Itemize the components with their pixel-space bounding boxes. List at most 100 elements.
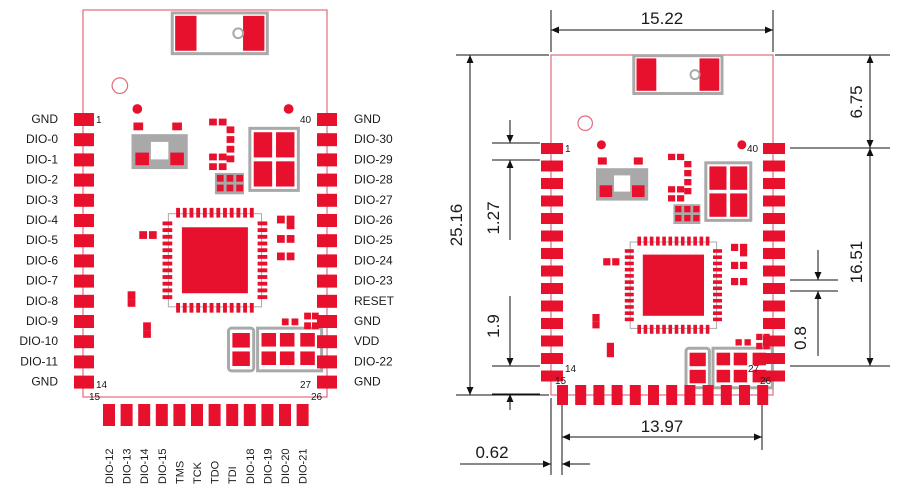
- right-pin-label: DIO-24: [354, 253, 393, 267]
- qfn-outline: [167, 213, 262, 308]
- left-pin-pad: [541, 213, 563, 224]
- pad: [689, 369, 706, 384]
- pad: [675, 206, 682, 213]
- passive-pad: [226, 126, 235, 134]
- qfn-pin: [662, 236, 666, 246]
- bottom-pin-pad: [208, 404, 221, 426]
- left-pin-pad: [541, 335, 563, 347]
- qfn-pin: [229, 207, 234, 218]
- right-pin-label: DIO-29: [354, 152, 393, 166]
- left-pin-pad: [74, 153, 94, 167]
- qfn-thermal-pad: [181, 227, 248, 294]
- bottom-pin-pad: [593, 385, 605, 405]
- bottom-pin-pad: [648, 385, 659, 405]
- left-pin-pad: [74, 254, 94, 268]
- qfn-pin: [713, 280, 722, 284]
- left-pin-pad: [541, 318, 563, 329]
- qfn-pin: [209, 207, 214, 218]
- pad: [300, 351, 315, 366]
- left-pin-pad: [541, 283, 563, 294]
- passive-pad: [143, 322, 151, 331]
- qfn-pin: [687, 236, 691, 246]
- bottom-pin-pad: [103, 404, 115, 426]
- right-pin-pad: [317, 234, 337, 248]
- passive-pad: [606, 350, 614, 358]
- bottom-pin-pad: [629, 385, 641, 405]
- left-pin-label: DIO-3: [26, 193, 58, 207]
- pad: [756, 342, 763, 350]
- qfn-pin: [649, 236, 654, 246]
- qfn-pin: [713, 274, 722, 278]
- pad: [311, 312, 319, 320]
- pad: [226, 184, 234, 192]
- passive-pad: [612, 258, 620, 266]
- bottom-pin-pad: [296, 404, 309, 426]
- dim-arrow: [814, 291, 822, 299]
- qfn-pin: [662, 324, 666, 334]
- pad: [675, 215, 682, 222]
- qfn-pin: [656, 236, 660, 246]
- qfn-pin: [699, 324, 704, 334]
- dim-arrow: [754, 433, 762, 441]
- pad: [170, 152, 184, 166]
- pad-width-dimension: 0.8: [791, 326, 810, 350]
- qfn-pin: [713, 298, 722, 303]
- passive-pad: [277, 235, 285, 243]
- qfn-pin: [643, 236, 648, 246]
- pad: [216, 184, 224, 192]
- bottom-pin-pad: [575, 385, 587, 405]
- bottom-pin-pad: [279, 404, 291, 426]
- qfn-pin: [176, 302, 180, 313]
- qfn-pin: [176, 207, 180, 218]
- passive-pad: [148, 231, 157, 239]
- dim-arrow: [506, 394, 514, 402]
- dim-arrow: [562, 460, 570, 468]
- qfn-pin: [713, 249, 722, 253]
- passive-pad: [209, 153, 217, 161]
- crystal-mark: [232, 27, 245, 40]
- left-pin-pad: [541, 265, 563, 277]
- pad: [684, 206, 691, 213]
- bottom-pin-label: DIO-14: [139, 449, 151, 484]
- left-pin-label: DIO-9: [26, 314, 58, 328]
- right-pin-label: GND: [354, 375, 381, 389]
- right-pin-pad: [317, 193, 337, 207]
- qfn-pin: [162, 281, 173, 286]
- qfn-thermal-pad: [642, 254, 704, 316]
- bottom-pin-label: TMS: [174, 461, 186, 484]
- bottom-span-dimension: 13.97: [641, 417, 684, 436]
- right-pin-pad: [763, 195, 785, 207]
- right-pin-label: DIO-30: [354, 132, 393, 146]
- left-pin-label: GND: [31, 375, 58, 389]
- pad: [276, 132, 295, 158]
- passive-pad: [684, 179, 692, 186]
- passive-pad: [668, 186, 676, 193]
- pad: [236, 174, 244, 182]
- qfn-pin: [257, 261, 268, 266]
- qfn-pin: [637, 236, 641, 246]
- bottom-pin-pad: [557, 385, 568, 405]
- qfn-pin: [196, 207, 201, 218]
- qfn-pin: [693, 236, 697, 246]
- left-pin-pad: [541, 353, 563, 364]
- qfn-pin: [223, 302, 227, 313]
- dim-arrow: [866, 358, 874, 366]
- passive-pad: [139, 231, 148, 239]
- qfn-pin: [257, 248, 268, 253]
- bottom-pin-label: DIO-18: [245, 449, 257, 484]
- left-pin-label: DIO-11: [20, 354, 58, 368]
- crystal-pad: [243, 15, 265, 51]
- qfn-pin: [705, 236, 710, 246]
- qfn-pin: [257, 295, 268, 300]
- left-pin-pad: [74, 294, 94, 308]
- pad: [236, 184, 244, 192]
- passive-pad: [277, 215, 285, 224]
- right-pin-pad: [763, 335, 785, 347]
- bottom-pin-label: DIO-20: [280, 449, 292, 484]
- right-pin-pad: [317, 315, 337, 328]
- qfn-pin: [624, 305, 634, 309]
- bottom-pin-pad: [173, 404, 186, 426]
- component-gap: [614, 175, 631, 192]
- bottom-pin-pad: [226, 404, 239, 426]
- pin-span-dimension: 16.51: [847, 241, 866, 284]
